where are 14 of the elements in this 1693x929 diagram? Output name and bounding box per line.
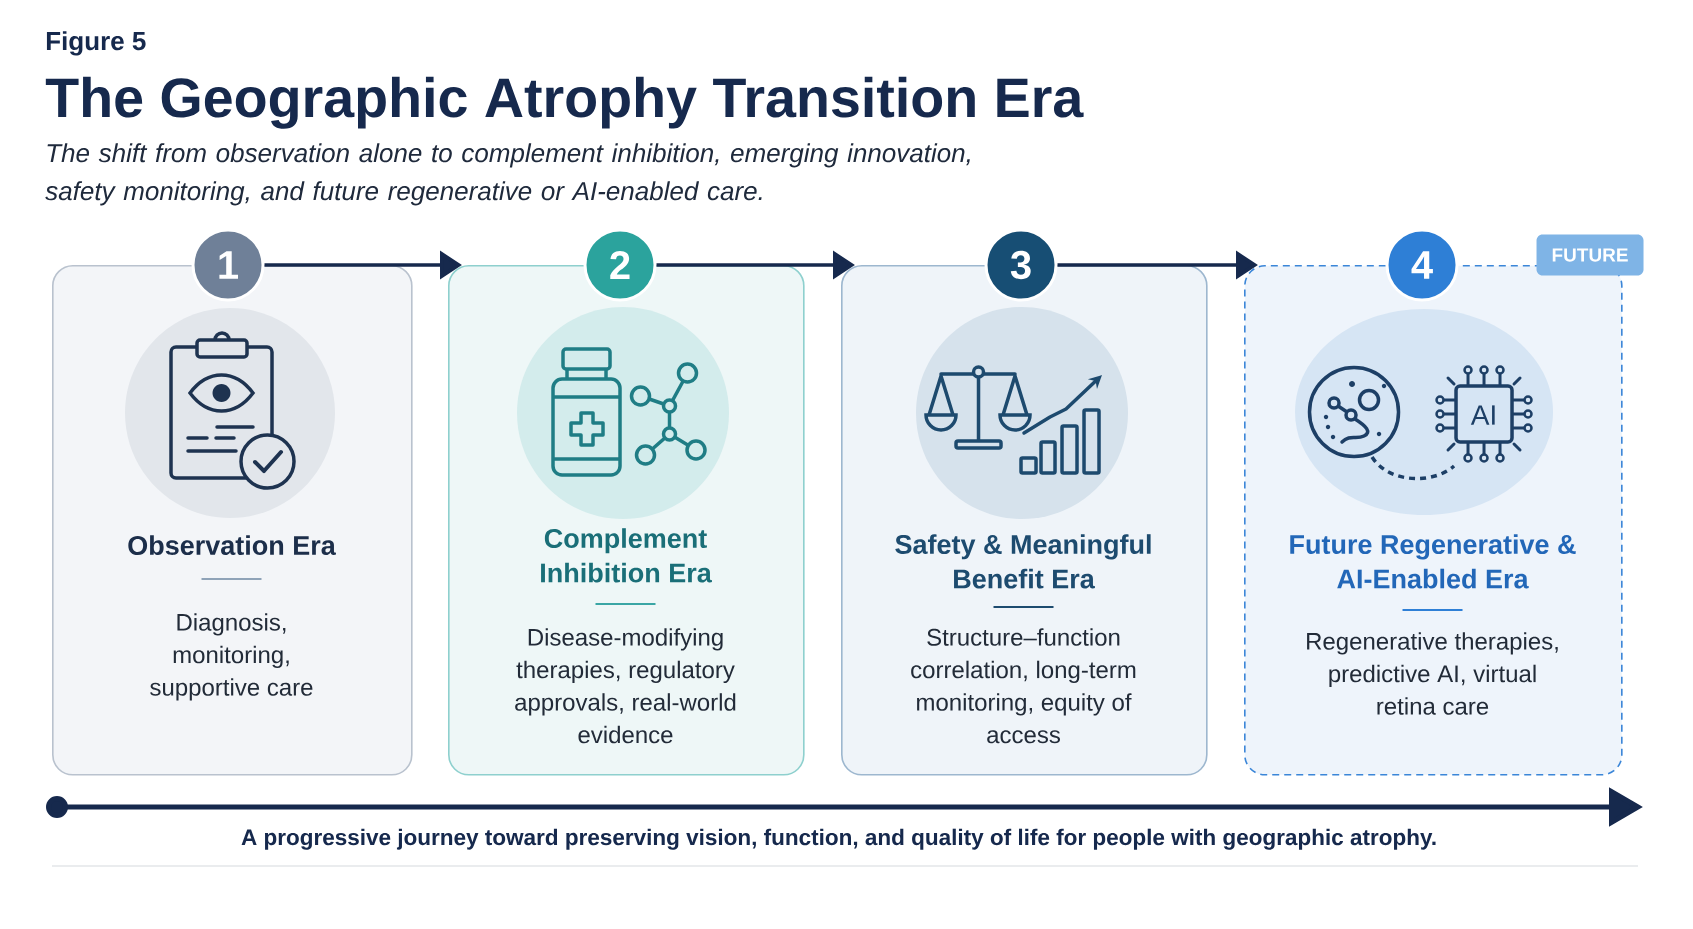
card-heading: Observation Era: [128, 535, 336, 556]
card-text: Regenerative therapies, predictive AI, virtual retina care: [1307, 632, 1558, 715]
subtitle: The shift from observation alone to complement inhibition, emerging innovation, safety monitoring, and future regenerative or AI-enabled care.: [45, 143, 970, 206]
caption-text: A progressive journey toward preserving vision, function, and quality of life for people with geographic atrophy.: [241, 828, 1436, 850]
title: The Geographic Atrophy Transition Era: [45, 76, 1084, 129]
card-text: Disease-modifying therapies, regulatory approvals, real-world evidence: [515, 628, 736, 744]
chip-label: AI: [1470, 405, 1495, 425]
card-text: Diagnosis, monitoring, supportive care: [150, 613, 313, 701]
figure-label: Figure 5: [46, 31, 146, 56]
card-heading: Safety & Meaningful Benefit Era: [895, 534, 1151, 589]
card-heading: Future Regenerative & AI-Enabled Era: [1290, 534, 1576, 589]
card-heading: Complement Inhibition Era: [541, 528, 712, 583]
card-text: Structure–function correlation, long-term monitoring, equity of access: [911, 628, 1136, 744]
status-badge: FUTURE: [1536, 234, 1644, 276]
